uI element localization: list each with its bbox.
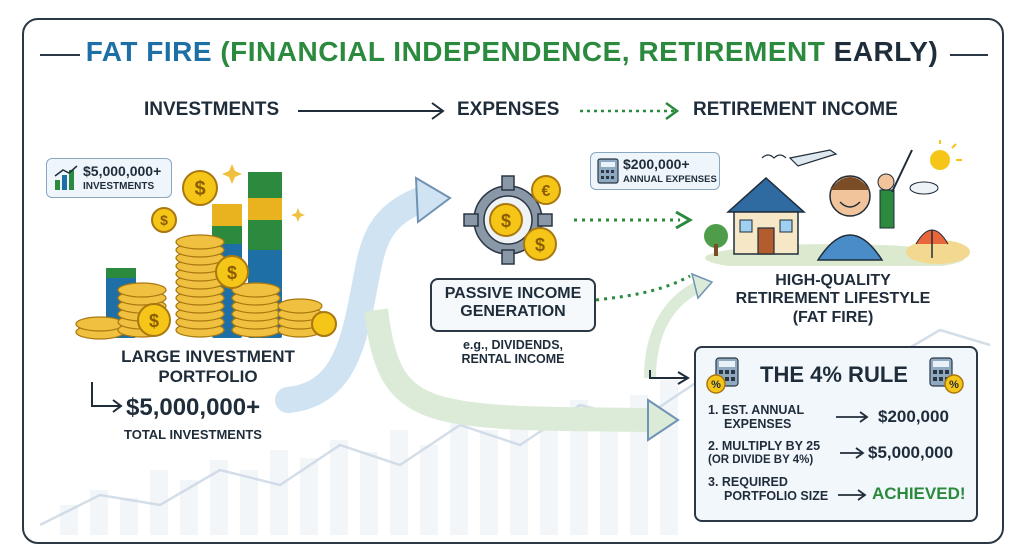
rule-row2-line2: (OR DIVIDE BY 4%)	[708, 453, 814, 466]
rule-row1-label: 1. EST. ANNUAL EXPENSES	[708, 403, 805, 432]
calculator-percent-icon-right: %	[929, 357, 964, 394]
rule-row1-line2: EXPENSES	[724, 416, 792, 431]
rule-row2-value: $5,000,000	[868, 443, 954, 462]
passive-income-example-line2: RENTAL INCOME	[461, 352, 565, 367]
title-rule-right	[950, 54, 988, 56]
investments-badge-amount: $5,000,000+	[83, 163, 162, 179]
portfolio-total-label: TOTAL INVESTMENTS	[124, 427, 262, 442]
portfolio-connector-arrow	[91, 382, 123, 413]
portfolio-total: $5,000,000+	[126, 394, 261, 421]
passive-income-line2: GENERATION	[460, 303, 566, 321]
expenses-badge: $200,000+ ANNUAL EXPENSES	[590, 152, 720, 190]
title-rule-left	[40, 54, 80, 56]
passive-income-examples: e.g., DIVIDENDS, RENTAL INCOME	[430, 338, 596, 367]
page-title: FAT FIRE (FINANCIAL INDEPENDENCE, RETIRE…	[0, 36, 1024, 68]
flow-arrow-dotted	[580, 101, 680, 121]
title-part-fatfire: FAT FIRE	[85, 36, 213, 67]
svg-text:$: $	[160, 212, 168, 228]
calculator-percent-icon-left: %	[706, 357, 739, 394]
lifestyle-line2: RETIREMENT LIFESTYLE	[735, 290, 931, 308]
rule-row3-label: 3. REQUIRED PORTFOLIO SIZE	[708, 475, 829, 504]
rule-row2-label: 2. MULTIPLY BY 25 (OR DIVIDE BY 4%)	[708, 439, 821, 466]
rule-row1-line1: 1. EST. ANNUAL	[708, 403, 805, 417]
growth-chart-icon	[54, 165, 78, 190]
lifestyle-label: HIGH-QUALITY RETIREMENT LIFESTYLE (FAT F…	[700, 272, 966, 327]
rule-row2-arrow	[840, 447, 865, 459]
gear-coins-icon: $ € $	[463, 175, 561, 265]
passive-income-line1: PASSIVE INCOME	[444, 285, 582, 302]
portfolio-label-line2: PORTFOLIO	[158, 366, 258, 386]
investments-badge: $5,000,000+ INVESTMENTS	[46, 158, 172, 198]
portfolio-label-line1: LARGE INVESTMENT	[121, 347, 295, 366]
passive-income-label: PASSIVE INCOME GENERATION	[430, 285, 596, 322]
expenses-badge-label: ANNUAL EXPENSES	[623, 174, 717, 185]
svg-text:$: $	[149, 311, 159, 331]
percent-glyph-left: %	[711, 379, 721, 391]
calculator-icon	[597, 158, 619, 184]
rule-row1-arrow	[836, 411, 869, 423]
flow-step-expenses: EXPENSES	[457, 99, 560, 120]
gear-dollar-glyph: $	[501, 211, 511, 231]
flow-arrow-solid	[298, 102, 445, 120]
euro-glyph: €	[542, 183, 551, 200]
rule-row1-value: $200,000	[878, 407, 949, 426]
rule-row3-value: ACHIEVED!	[872, 484, 966, 503]
svg-text:$: $	[194, 178, 205, 200]
percent-glyph-right: %	[949, 379, 959, 391]
portfolio-label: LARGE INVESTMENT PORTFOLIO	[98, 347, 318, 386]
four-percent-rule-box: % THE 4% RULE % 1. EST. ANNUAL EXPENSES …	[694, 346, 978, 522]
title-part-definition: (FINANCIAL INDEPENDENCE, RETIREMENT	[220, 36, 826, 67]
investments-badge-label: INVESTMENTS	[83, 181, 155, 192]
rule-row3-line1: 3. REQUIRED	[708, 475, 788, 489]
investment-portfolio-illustration: $ $ $ $	[75, 164, 337, 340]
flow-step-retirement-income: RETIREMENT INCOME	[693, 99, 898, 120]
rule-row2-line1: 2. MULTIPLY BY 25	[708, 439, 821, 453]
expenses-badge-amount: $200,000+	[623, 156, 690, 172]
coin-dollar-glyph: $	[535, 235, 545, 255]
lifestyle-line1: HIGH-QUALITY	[775, 272, 891, 289]
passive-income-example-line1: e.g., DIVIDENDS,	[462, 338, 564, 352]
retirement-lifestyle-illustration	[704, 140, 970, 266]
rule-row3-arrow	[838, 489, 867, 501]
rule-title: THE 4% RULE	[760, 362, 908, 387]
rule-row3-line2: PORTFOLIO SIZE	[724, 488, 829, 503]
passive-income-box	[430, 278, 596, 332]
title-part-early: EARLY)	[833, 36, 939, 67]
flow-step-investments: INVESTMENTS	[144, 99, 280, 120]
svg-text:$: $	[227, 263, 237, 283]
lifestyle-line3: (FAT FIRE)	[792, 308, 874, 326]
